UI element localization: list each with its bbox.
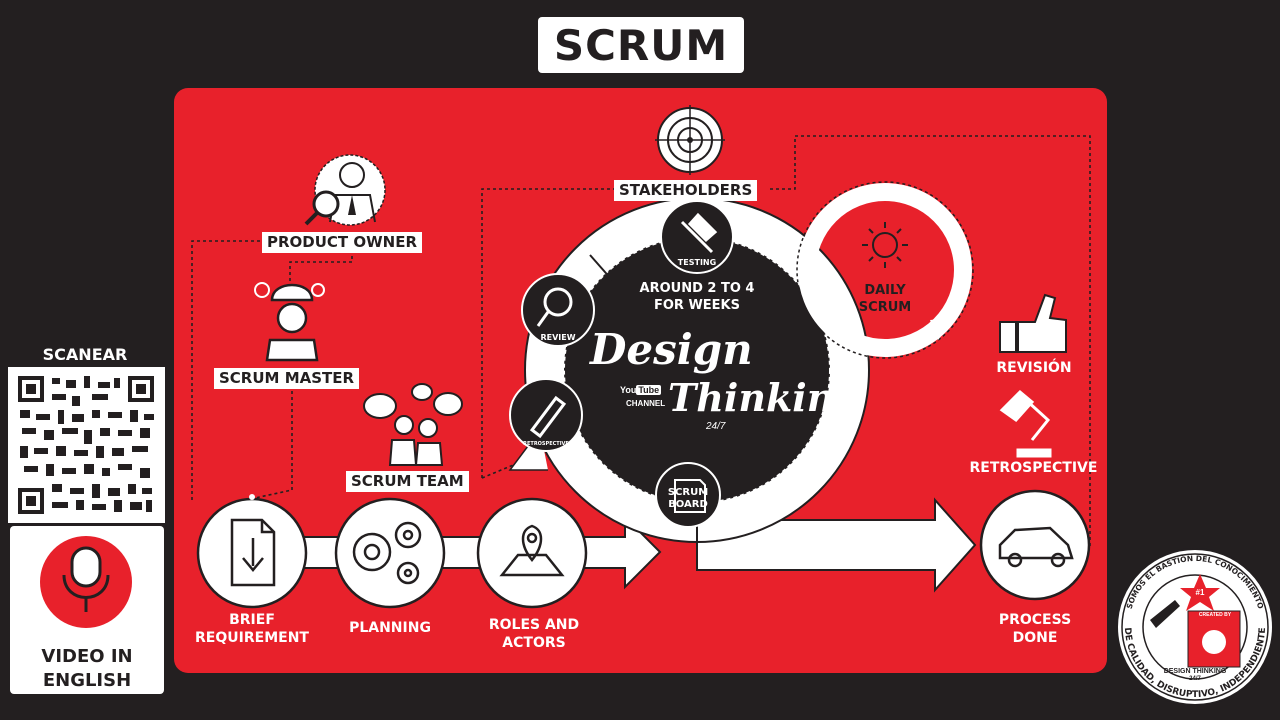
qr-code [18, 376, 154, 514]
badge-brand: DESIGN THINKING [1163, 668, 1227, 675]
retrospective-label: RETROSPECTIVE [969, 460, 1098, 476]
retrospective-node-label: RETROSPECTIVE [523, 441, 569, 447]
badge-created-by: CREATED BY [1198, 612, 1232, 618]
stakeholders-label: STAKEHOLDERS [614, 180, 758, 201]
sun-icon [862, 222, 908, 268]
thumbs-up-icon [999, 293, 1067, 353]
youtube-you: You [620, 385, 637, 395]
microphone-icon [40, 536, 132, 628]
flow-circles [196, 489, 1091, 609]
ring-nodes [509, 200, 734, 528]
product-owner-label: PRODUCT OWNER [262, 232, 423, 253]
page-title: SCRUM [553, 20, 729, 70]
revision-label: REVISIÓN [996, 360, 1072, 376]
logo-line2: Thinking [668, 375, 861, 420]
badge-bottom-text: DE CALIDAD, DISRUPTIVO, INDEPENDIENTE [1122, 627, 1268, 700]
hammer-icon [680, 212, 718, 254]
youtube-tube: Tube [636, 385, 662, 395]
channel-label: CHANNEL [626, 399, 666, 408]
magnifier-icon [536, 287, 573, 327]
svg-text:SOMOS EL BASTIÓN DEL CONOCIMIE: SOMOS EL BASTIÓN DEL CONOCIMIENTO [1125, 554, 1266, 610]
scrum-master-icon [254, 282, 325, 362]
lamp-icon [999, 389, 1052, 458]
brief-requirement-label: BRIEF REQUIREMENT [195, 612, 309, 646]
badge-rank: #1 [1195, 588, 1205, 597]
logo-line1: Design [590, 325, 753, 374]
review-label: REVIEW [540, 333, 576, 342]
badge-top-text: SOMOS EL BASTIÓN DEL CONOCIMIENTO [1125, 554, 1266, 610]
scrum-master-label: SCRUM MASTER [214, 368, 360, 389]
sprint-duration-label: AROUND 2 TO 4 FOR WEEKS [639, 281, 755, 313]
title-box: SCRUM [538, 17, 744, 73]
daily-scrum-label: DAILY SCRUM [858, 283, 912, 315]
testing-label: TESTING [677, 258, 717, 267]
target-icon [655, 105, 725, 175]
document-icon [230, 518, 276, 587]
svg-text:DE CALIDAD, DISRUPTIVO, INDEPE: DE CALIDAD, DISRUPTIVO, INDEPENDIENTE [1122, 627, 1268, 700]
badge-brand-sub: 24/7 [1189, 676, 1201, 682]
gears-icon [352, 521, 422, 585]
scrum-board-label: SCRUM BOARD [667, 487, 709, 510]
roles-actors-label: ROLES AND ACTORS [488, 617, 580, 651]
planning-label: PLANNING [349, 620, 431, 636]
board-icon [674, 479, 706, 513]
product-owner-icon [304, 154, 386, 226]
map-pin-icon [499, 524, 565, 577]
logo-sub: 24/7 [706, 421, 726, 432]
video-label: VIDEO IN ENGLISH [41, 646, 133, 691]
scrum-team-label: SCRUM TEAM [346, 471, 469, 492]
scan-label: SCANEAR [42, 345, 128, 364]
car-icon [998, 526, 1074, 568]
process-done-label: PROCESS DONE [998, 612, 1072, 646]
brand-badge [1116, 548, 1274, 706]
daily-scrum-loop [796, 181, 974, 359]
scrum-team-icon [363, 383, 463, 466]
pencil-icon [529, 395, 567, 439]
